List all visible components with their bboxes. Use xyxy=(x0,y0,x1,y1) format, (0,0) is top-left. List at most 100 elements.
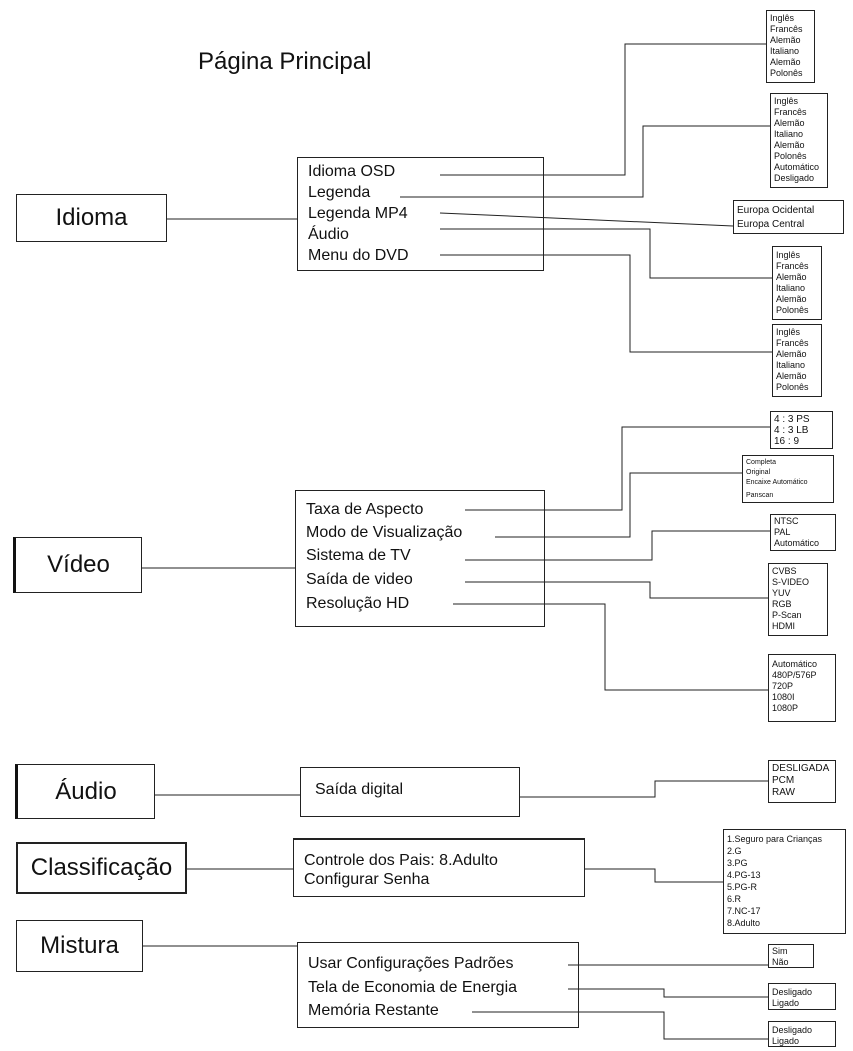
page-title: Página Principal xyxy=(198,48,372,75)
option[interactable]: HDMI xyxy=(772,621,795,631)
option[interactable]: Completa xyxy=(746,459,776,466)
category-audio[interactable]: Áudio xyxy=(15,764,155,819)
menu-item-parental-control[interactable]: Controle dos Pais: 8.Adulto xyxy=(304,852,498,869)
option[interactable]: 1080I xyxy=(772,692,795,702)
option[interactable]: P-Scan xyxy=(772,610,802,620)
option[interactable]: 8.Adulto xyxy=(727,918,761,928)
option[interactable]: Francês xyxy=(776,338,809,348)
option[interactable]: RAW xyxy=(772,787,795,798)
option[interactable]: S-VIDEO xyxy=(772,577,810,587)
option[interactable]: CVBS xyxy=(772,566,797,576)
menu-item-menu-dvd[interactable]: Menu do DVD xyxy=(308,247,409,264)
option[interactable]: Alemão xyxy=(770,35,801,45)
option[interactable]: Alemão xyxy=(774,140,805,150)
parental-options-box: 1.Seguro para Crianças 2.G 3.PG 4.PG-13 … xyxy=(723,829,846,934)
option[interactable]: Alemão xyxy=(776,349,807,359)
category-classificacao-label: Classificação xyxy=(30,854,173,881)
idioma-menu: Idioma OSD Legenda Legenda MP4 Áudio Men… xyxy=(297,157,544,271)
option[interactable]: RGB xyxy=(772,599,792,609)
option[interactable]: 16 : 9 xyxy=(774,436,800,447)
option[interactable]: Polonês xyxy=(776,305,809,315)
option[interactable]: Italiano xyxy=(770,46,800,56)
option[interactable]: Europa Ocidental xyxy=(737,205,815,216)
option[interactable]: Ligado xyxy=(772,1036,800,1046)
category-audio-label: Áudio xyxy=(55,777,117,805)
option[interactable]: 720P xyxy=(772,681,794,691)
option[interactable]: PCM xyxy=(772,775,795,786)
option[interactable]: Alemão xyxy=(774,118,805,128)
digital-options-box: DESLIGADA PCM RAW xyxy=(768,760,836,803)
option[interactable]: 3.PG xyxy=(727,858,748,868)
option[interactable]: Original xyxy=(746,469,771,476)
option[interactable]: Automático xyxy=(774,538,820,548)
option[interactable]: Inglês xyxy=(776,327,801,337)
option[interactable]: Não xyxy=(772,957,789,967)
menu-item-memory-remaining[interactable]: Memória Restante xyxy=(308,1002,439,1019)
option[interactable]: Italiano xyxy=(776,360,806,370)
menu-item-video-output[interactable]: Saída de video xyxy=(306,571,413,588)
option[interactable]: Desligado xyxy=(774,173,815,183)
option[interactable]: DESLIGADA xyxy=(772,763,830,774)
option[interactable]: Italiano xyxy=(776,283,806,293)
connector-view xyxy=(495,472,742,538)
category-idioma[interactable]: Idioma xyxy=(16,194,167,242)
option[interactable]: Automático xyxy=(772,659,818,669)
menu-item-view-mode[interactable]: Modo de Visualização xyxy=(306,524,463,541)
option[interactable]: Automático xyxy=(774,162,820,172)
option[interactable]: 7.NC-17 xyxy=(727,906,761,916)
option[interactable]: Inglês xyxy=(774,96,799,106)
option[interactable]: Italiano xyxy=(774,129,804,139)
category-mistura[interactable]: Mistura xyxy=(16,920,143,972)
option[interactable]: Francês xyxy=(776,261,809,271)
option[interactable]: Ligado xyxy=(772,998,800,1008)
option[interactable]: Alemão xyxy=(770,57,801,67)
option[interactable]: Alemão xyxy=(776,294,807,304)
option[interactable]: Alemão xyxy=(776,272,807,282)
connector-tv xyxy=(465,530,770,561)
menu-item-digital-output[interactable]: Saída digital xyxy=(315,781,404,798)
option[interactable]: Polonês xyxy=(774,151,807,161)
option[interactable]: Polonês xyxy=(776,382,809,392)
option[interactable]: 4 : 3 LB xyxy=(774,425,809,436)
category-video[interactable]: Vídeo xyxy=(13,537,142,593)
menu-item-idioma-osd[interactable]: Idioma OSD xyxy=(308,163,396,180)
menu-item-default-settings[interactable]: Usar Configurações Padrões xyxy=(308,955,514,972)
connector-output xyxy=(465,581,768,599)
option[interactable]: Francês xyxy=(770,24,803,34)
option[interactable]: Inglês xyxy=(776,250,801,260)
option[interactable]: 4.PG-13 xyxy=(727,870,761,880)
connector-audio-lang xyxy=(440,228,772,279)
option[interactable]: 1.Seguro para Crianças xyxy=(727,834,823,844)
menu-item-set-password[interactable]: Configurar Senha xyxy=(304,871,430,888)
option[interactable]: Inglês xyxy=(770,13,795,23)
option[interactable]: Europa Central xyxy=(737,219,805,230)
menu-item-hd-resolution[interactable]: Resolução HD xyxy=(306,595,410,612)
option[interactable]: 480P/576P xyxy=(772,670,817,680)
option[interactable]: Alemão xyxy=(776,371,807,381)
option[interactable]: Desligado xyxy=(772,987,813,997)
menu-item-legenda[interactable]: Legenda xyxy=(308,184,371,201)
category-idioma-label: Idioma xyxy=(55,204,128,231)
option[interactable]: 6.R xyxy=(727,894,742,904)
option[interactable]: Desligado xyxy=(772,1025,813,1035)
option[interactable]: PAL xyxy=(774,527,791,537)
legenda-options-box: Inglês Francês Alemão Italiano Alemão Po… xyxy=(770,93,828,188)
menu-item-aspect[interactable]: Taxa de Aspecto xyxy=(306,501,424,518)
option[interactable]: 2.G xyxy=(727,846,742,856)
option[interactable]: 1080P xyxy=(772,703,799,713)
category-classificacao[interactable]: Classificação xyxy=(16,842,187,894)
option[interactable]: Encaixe Automático xyxy=(746,479,808,486)
menu-item-audio-lang[interactable]: Áudio xyxy=(308,226,349,243)
menu-item-energy-saver[interactable]: Tela de Economia de Energia xyxy=(308,979,518,996)
menu-item-tv-system[interactable]: Sistema de TV xyxy=(306,547,411,564)
option[interactable]: Sim xyxy=(772,946,788,956)
option[interactable]: Polonês xyxy=(770,68,803,78)
option[interactable]: Francês xyxy=(774,107,807,117)
menu-item-legenda-mp4[interactable]: Legenda MP4 xyxy=(308,205,408,222)
option[interactable]: YUV xyxy=(772,588,791,598)
option[interactable]: NTSC xyxy=(774,516,799,526)
option[interactable]: 5.PG-R xyxy=(727,882,758,892)
option[interactable]: Panscan xyxy=(746,492,774,499)
osd-options-box: Inglês Francês Alemão Italiano Alemão Po… xyxy=(766,10,815,83)
option[interactable]: 4 : 3 PS xyxy=(774,414,810,425)
